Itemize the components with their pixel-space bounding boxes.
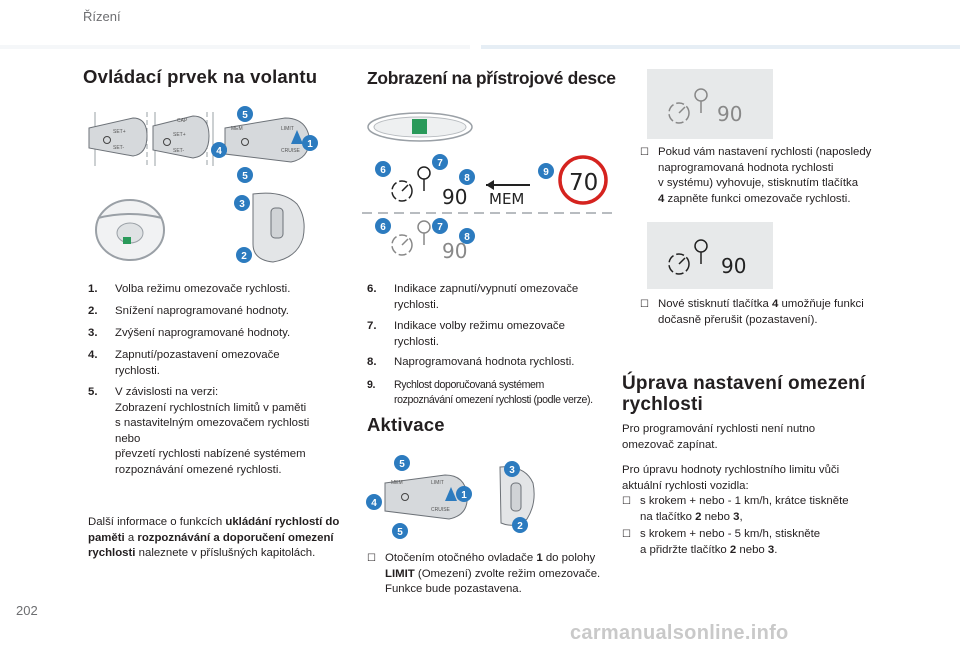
svg-text:3: 3 — [509, 465, 515, 476]
rotary-knob-drawing — [252, 192, 305, 263]
svg-text:MEM: MEM — [391, 480, 403, 486]
svg-text:LIMIT: LIMIT — [281, 126, 294, 132]
list-item: 2.Snížení naprogramované hodnoty. — [88, 305, 289, 317]
display-row-2: 90 — [391, 220, 467, 263]
green-indicator — [412, 119, 427, 134]
adjust-paragraph-2: Pro úpravu hodnoty rychlostního limitu v… — [622, 464, 840, 492]
steering-wheel-drawing — [95, 199, 165, 261]
svg-text:90: 90 — [442, 185, 467, 209]
svg-text:SET+: SET+ — [113, 129, 126, 135]
svg-text:5: 5 — [242, 110, 248, 121]
page-number: 202 — [16, 603, 38, 618]
display-paused: 90 — [647, 69, 773, 139]
section-title-steering-control: Ovládací prvek na volantu — [83, 66, 318, 87]
adjust-step-5km: ☐ s krokem + nebo - 5 km/h, stiskněte a … — [622, 527, 892, 558]
svg-text:7: 7 — [437, 222, 443, 233]
dashboard-display-illustration: 90 MEM 70 90 6 7 8 9 6 7 8 — [362, 112, 617, 263]
svg-text:5: 5 — [242, 171, 248, 182]
list-item: 5.V závislosti na verzi: Zobrazení rychl… — [88, 386, 310, 476]
svg-text:1: 1 — [461, 490, 467, 501]
svg-text:SET+: SET+ — [173, 132, 186, 138]
watermark: carmanualsonline.info — [570, 622, 789, 644]
stalk-image-3: MEM LIMIT CRUISE — [212, 112, 310, 166]
svg-text:90: 90 — [721, 254, 746, 278]
stalk-image-2: CAP SET+ SET- — [152, 112, 210, 166]
svg-text:1: 1 — [307, 139, 313, 150]
list-item: 9.Rychlost doporučovaná systémem rozpozn… — [367, 379, 593, 406]
svg-text:4: 4 — [216, 146, 222, 157]
adjust-paragraph-1: Pro programování rychlosti není nutno om… — [622, 423, 816, 451]
activation-illustration: MEM LIMIT CRUISE 5 1 4 5 3 2 — [366, 455, 535, 539]
svg-text:3: 3 — [239, 199, 245, 210]
svg-text:MEM: MEM — [489, 190, 524, 208]
bullet-icon: ☐ — [622, 529, 631, 540]
svg-text:CAP: CAP — [177, 118, 188, 124]
svg-text:2: 2 — [517, 521, 523, 532]
svg-text:2: 2 — [241, 251, 247, 262]
bullet-icon: ☐ — [640, 299, 649, 310]
svg-text:CRUISE: CRUISE — [431, 507, 451, 513]
section-title-adjust-limit: Úprava nastavení omezení rychlosti — [622, 373, 866, 415]
display-active: 90 — [647, 222, 773, 289]
svg-text:MEM: MEM — [231, 126, 243, 132]
list-item: 3.Zvýšení naprogramované hodnoty. — [88, 327, 291, 339]
svg-text:8: 8 — [464, 232, 470, 243]
bullet-icon: ☐ — [622, 496, 631, 507]
bullet-icon: ☐ — [640, 147, 649, 158]
resume-instruction: ☐ Pokud vám nastavení rychlosti (naposle… — [640, 145, 900, 207]
svg-text:9: 9 — [543, 167, 549, 178]
svg-text:6: 6 — [380, 165, 386, 176]
header-bar-right — [481, 45, 960, 49]
header-bar-left — [0, 45, 470, 49]
svg-text:LIMIT: LIMIT — [431, 480, 444, 486]
svg-text:5: 5 — [397, 527, 403, 538]
list-item: 1.Volba režimu omezovače rychlosti. — [88, 283, 291, 295]
further-info-note: Další informace o funkcích ukládání rych… — [88, 516, 340, 559]
svg-text:4: 4 — [371, 498, 377, 509]
steering-control-illustration: SET+ SET- CAP SET+ SET- MEM LIMIT CRUISE — [88, 112, 310, 263]
list-item: 4.Zapnutí/pozastavení omezovače rychlost… — [88, 349, 280, 377]
list-item: 7.Indikace volby režimu omezovače rychlo… — [367, 320, 565, 348]
section-title-dashboard-display: Zobrazení na přístrojové desce — [367, 68, 616, 88]
svg-text:6: 6 — [380, 222, 386, 233]
dashboard-legend: 6.Indikace zapnutí/vypnutí omezovače ryc… — [367, 282, 617, 417]
adjust-step-1km: ☐ s krokem + nebo - 1 km/h, krátce tiskn… — [622, 494, 892, 525]
svg-text:SET-: SET- — [173, 148, 184, 154]
svg-text:CRUISE: CRUISE — [281, 148, 301, 154]
section-title-activation: Aktivace — [367, 414, 445, 435]
display-row-1: 90 MEM 70 — [391, 155, 608, 209]
svg-text:5: 5 — [399, 459, 405, 470]
svg-text:SET-: SET- — [113, 145, 124, 151]
svg-text:70: 70 — [569, 170, 598, 196]
activation-instruction: ☐ Otočením otočného ovladače 1 do polohy… — [367, 551, 619, 598]
steering-control-legend: 1.Volba režimu omezovače rychlosti. 2.Sn… — [88, 282, 348, 482]
svg-text:90: 90 — [717, 102, 742, 126]
svg-text:8: 8 — [464, 173, 470, 184]
list-item: 6.Indikace zapnutí/vypnutí omezovače ryc… — [367, 283, 579, 311]
steering-callouts: 5 1 5 3 2 — [224, 106, 318, 263]
pause-instruction: ☐ Nové stisknutí tlačítka 4 umožňuje fun… — [640, 297, 900, 328]
bullet-icon: ☐ — [367, 553, 376, 564]
svg-text:7: 7 — [437, 158, 443, 169]
badge-4: 4 — [211, 142, 227, 158]
section-header: Řízení — [83, 9, 121, 24]
stalk-image-1: SET+ SET- — [88, 112, 148, 166]
list-item: 8.Naprogramovaná hodnota rychlosti. — [367, 356, 575, 368]
